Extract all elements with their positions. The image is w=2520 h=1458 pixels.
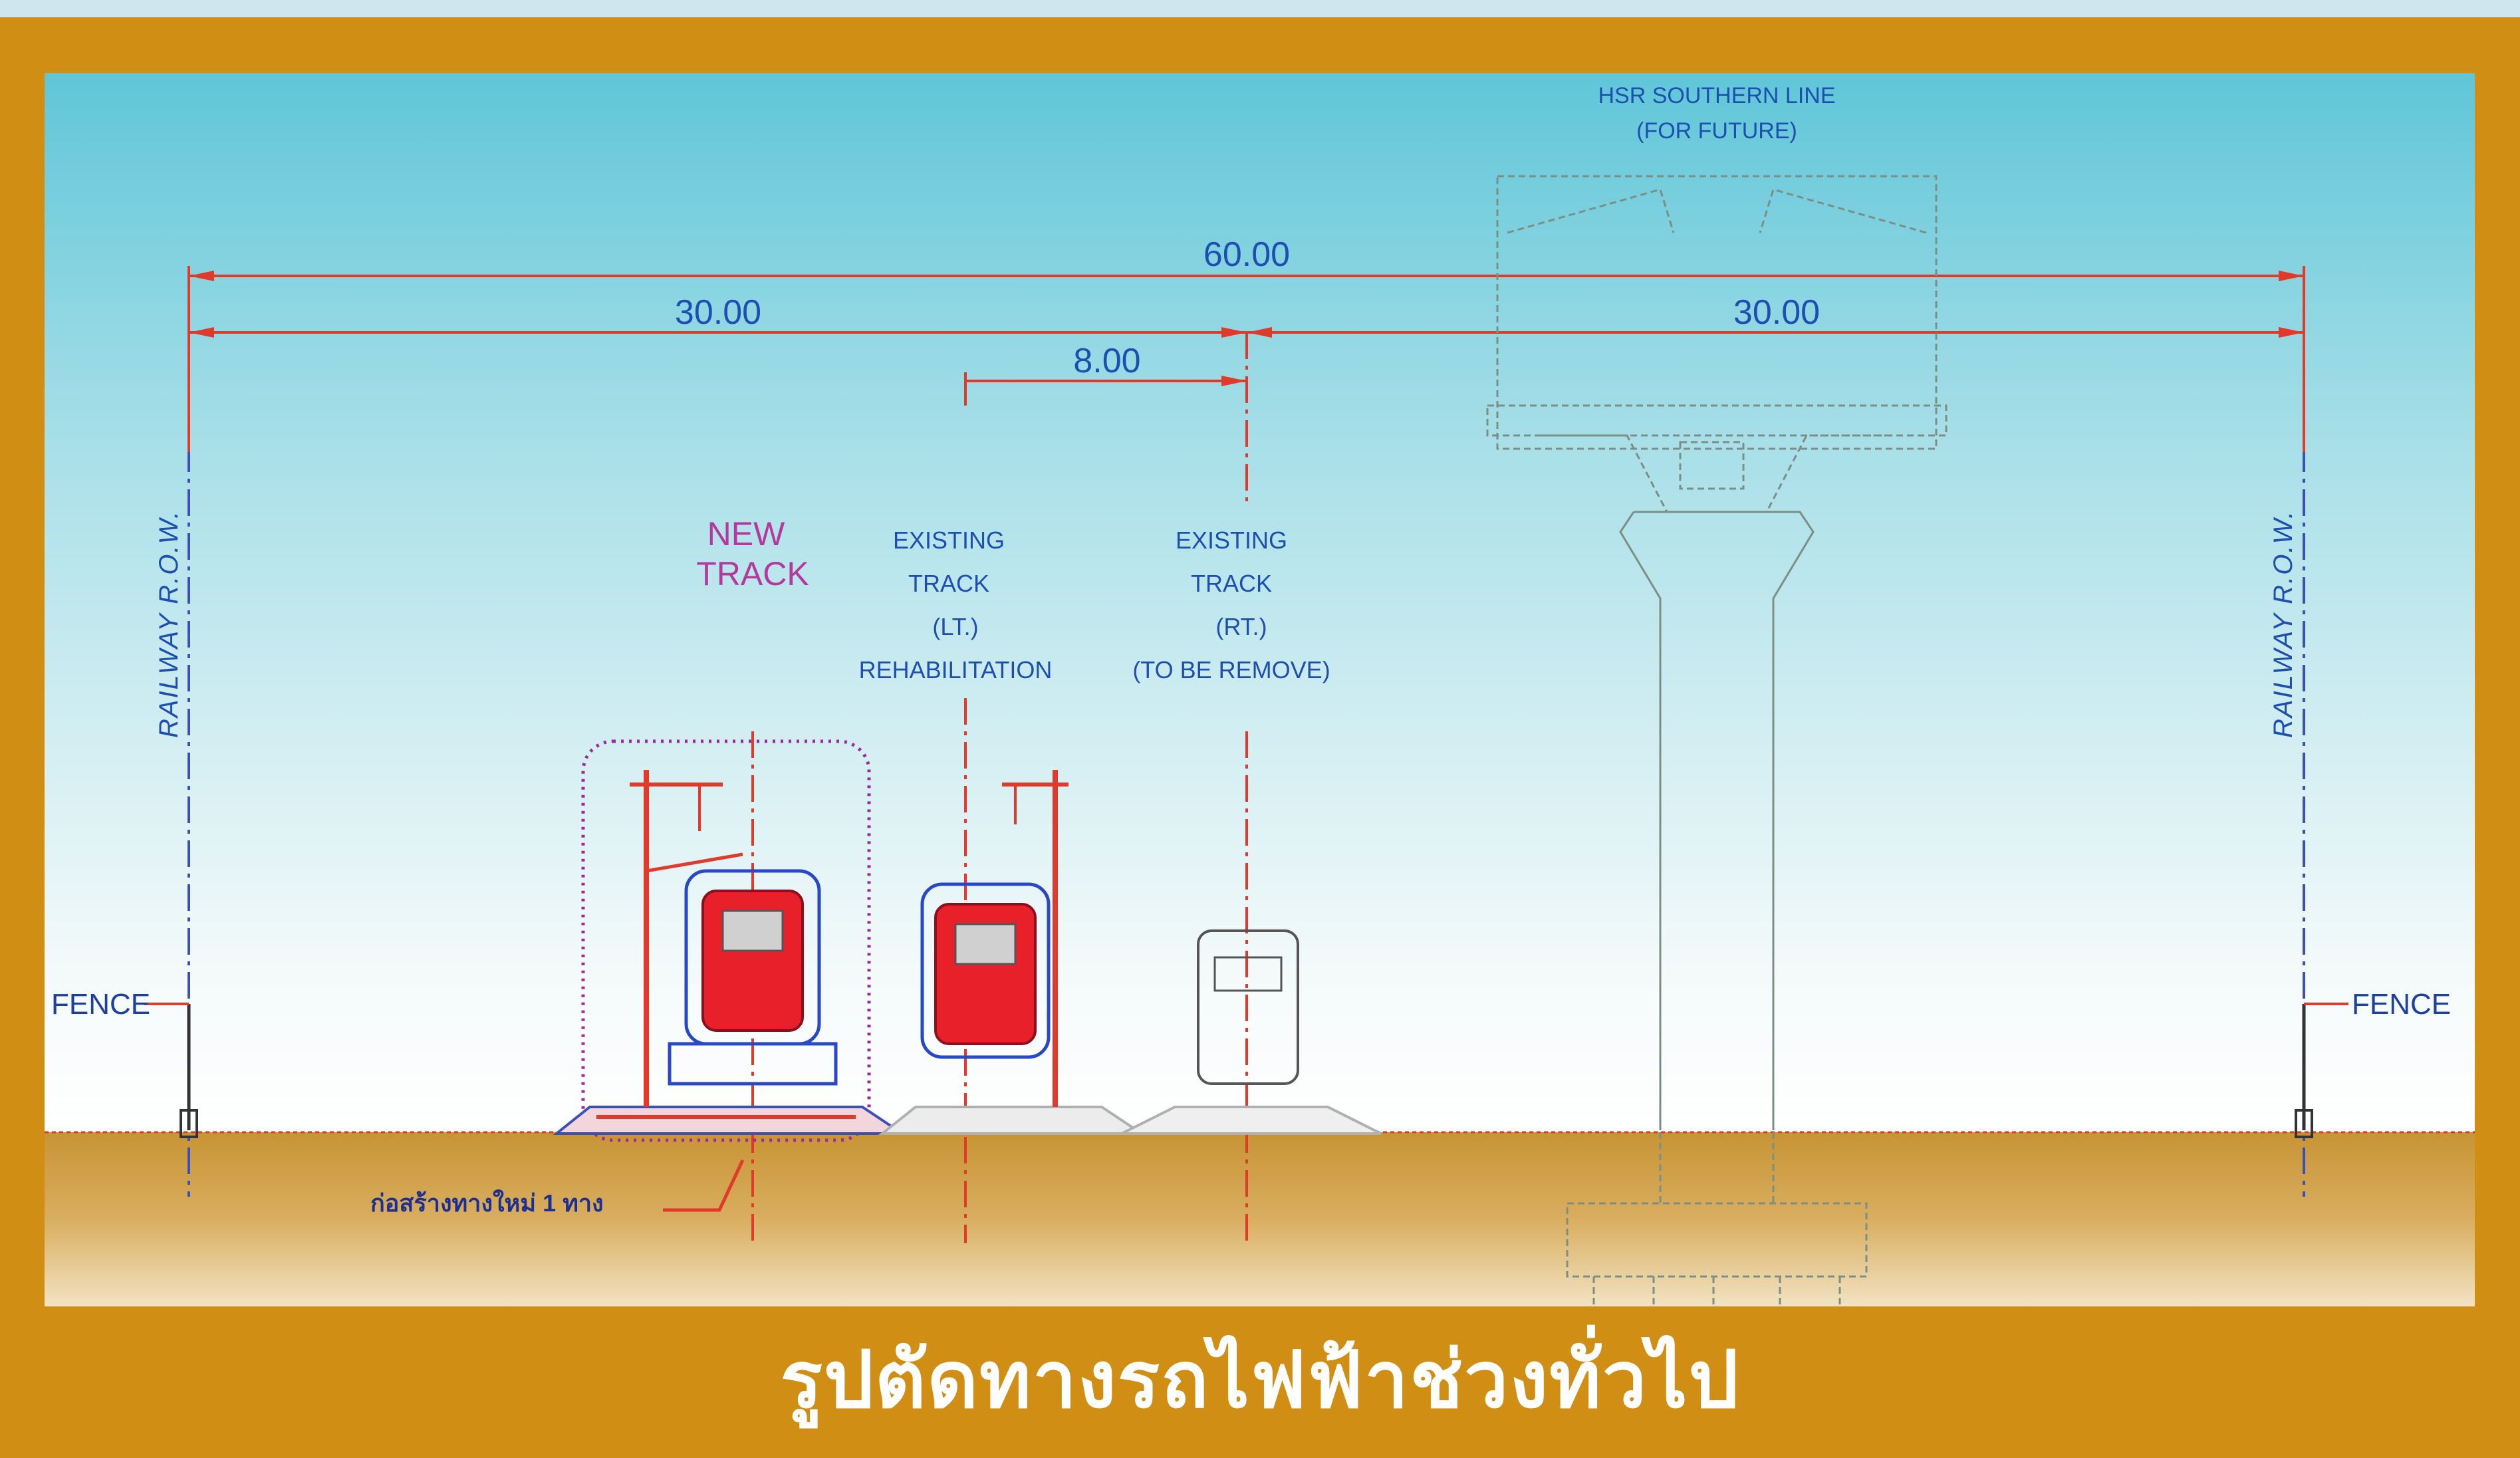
existing-rt-label-line4: (TO BE REMOVE)	[1132, 656, 1330, 683]
dimension-30-right-label: 30.00	[1733, 293, 1820, 332]
hsr-pier-below-ground	[1566, 1132, 1868, 1306]
hsr-pier	[1619, 511, 1815, 1130]
existing-rt-train	[1121, 929, 1382, 1135]
hsr-title-line1: HSR SOUTHERN LINE	[1598, 83, 1835, 108]
cross-section-drawing: RAILWAY R.O.W. RAILWAY R.O.W. FENCE FENC…	[45, 73, 2475, 1306]
dimension-60	[189, 271, 2304, 281]
frame: RAILWAY R.O.W. RAILWAY R.O.W. FENCE FENC…	[0, 17, 2520, 1458]
hsr-viaduct	[1486, 175, 1948, 513]
construction-arrow	[663, 1159, 745, 1212]
fence-label-left: FENCE	[51, 988, 150, 1021]
row-label-right: RAILWAY R.O.W.	[2269, 510, 2298, 738]
existing-lt-label-line2: TRACK	[908, 570, 989, 597]
caption: รูปตัดทางรถไฟฟ้าช่วงทั่วไป	[780, 1334, 1740, 1425]
fence-right	[2295, 1003, 2348, 1138]
fence-label-right: FENCE	[2352, 988, 2451, 1021]
sky-background	[45, 73, 2475, 1132]
new-track-train	[553, 770, 907, 1135]
existing-rt-label-line2: TRACK	[1191, 570, 1272, 597]
existing-rt-label-line1: EXISTING	[1176, 527, 1287, 554]
existing-lt-label-line4: REHABILITATION	[859, 656, 1053, 683]
existing-rt-label-line3: (RT.)	[1215, 613, 1267, 640]
hsr-title-line2: (FOR FUTURE)	[1636, 118, 1797, 144]
fence-left	[144, 1003, 198, 1138]
dimension-8	[964, 372, 1247, 406]
dimension-30-left-label: 30.00	[675, 293, 761, 332]
dimension-60-label: 60.00	[1203, 235, 1290, 274]
existing-lt-label-line3: (LT.)	[932, 613, 978, 640]
ground	[45, 1132, 2475, 1306]
dimension-30-left	[189, 327, 1247, 338]
new-track-label-line1: NEW	[707, 515, 785, 552]
existing-lt-label-line1: EXISTING	[893, 527, 1005, 554]
row-label-left: RAILWAY R.O.W.	[154, 510, 184, 738]
new-track-highlight	[581, 739, 871, 1142]
construction-note: ก่อสร้างทางใหม่ 1 ทาง	[370, 1189, 604, 1217]
dimension-30-right	[1247, 327, 2304, 338]
new-track-label-line2: TRACK	[696, 555, 809, 592]
existing-lt-train	[878, 770, 1146, 1135]
dimension-8-label: 8.00	[1073, 342, 1140, 380]
